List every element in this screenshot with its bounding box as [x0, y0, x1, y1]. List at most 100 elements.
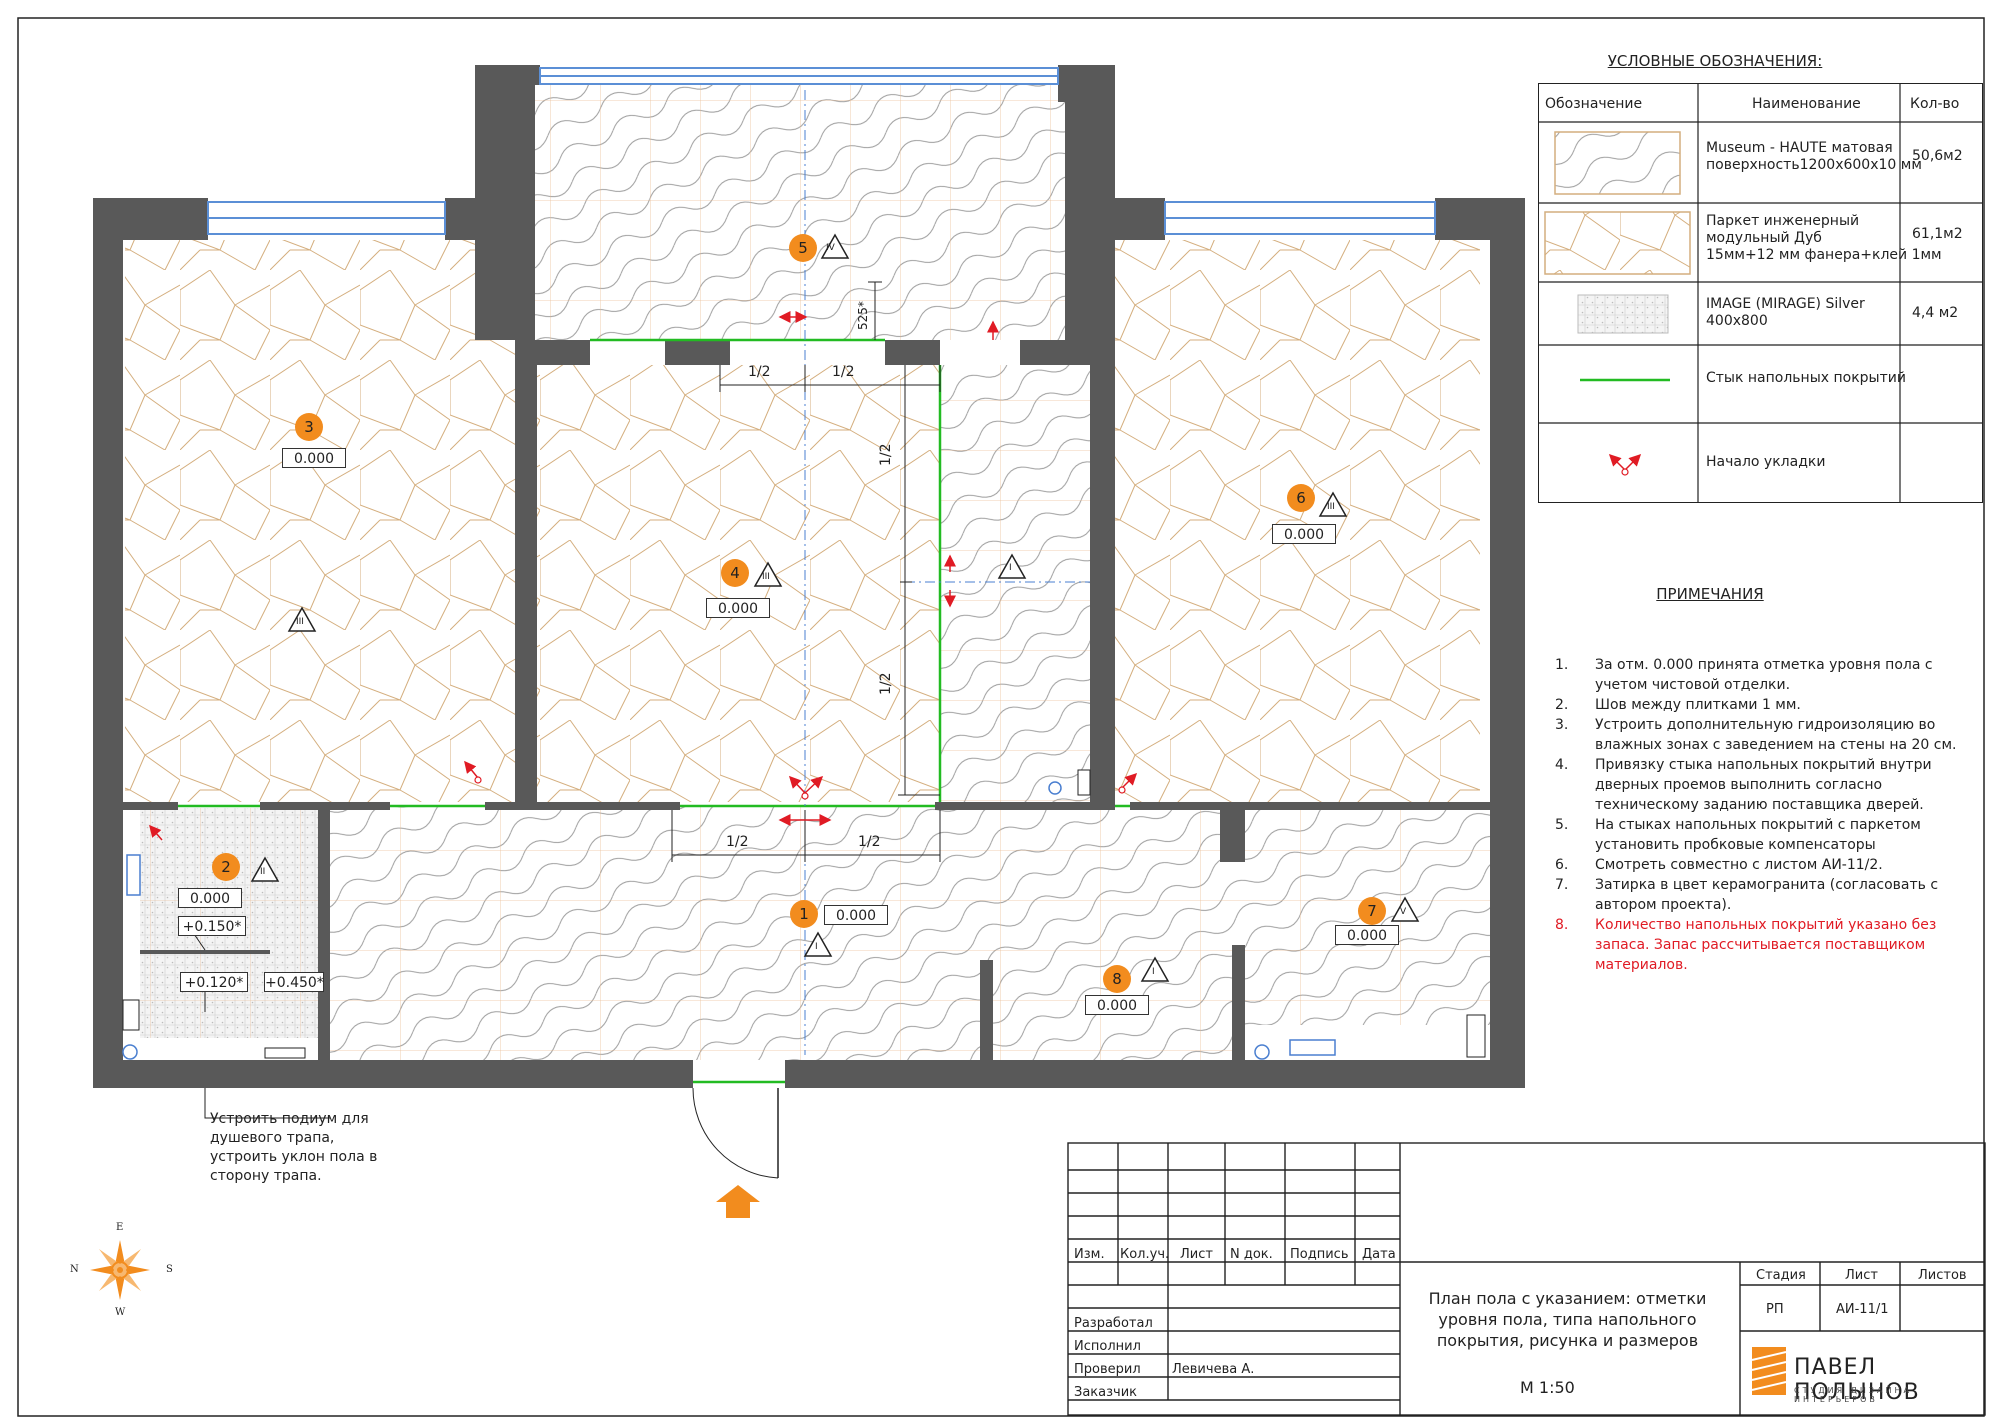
legend-header-name: Наименование: [1752, 96, 1861, 112]
tb-stage-header: Стадия: [1756, 1268, 1806, 1283]
note-item: 7.Затирка в цвет керамогранита (согласов…: [1555, 877, 1939, 913]
drawing-title: План пола с указанием: отметки уровня по…: [1428, 1289, 1707, 1350]
legend-header-qty: Кол-во: [1910, 96, 1960, 112]
room-badge-6: 6: [1287, 484, 1315, 512]
plumbing-fixtures: [122, 781, 1336, 1060]
dimension-lines: [671, 281, 941, 862]
level-podium: +0.150*: [178, 916, 246, 936]
room-badge-5: 5: [789, 234, 817, 262]
room-badge-4: 4: [721, 559, 749, 587]
tb-sheet-header: Лист: [1845, 1268, 1878, 1283]
type-label-room-4: III: [762, 572, 770, 582]
compass: [90, 1240, 150, 1300]
notes-list: 1.За отм. 0.000 принята отметка уровня п…: [1555, 655, 1985, 975]
legend-header-symbol: Обозначение: [1545, 96, 1643, 112]
compass-north: N: [70, 1264, 79, 1275]
legend-row-3-name: IMAGE (MIRAGE) Silver 400х800: [1706, 296, 1865, 329]
note-item: 6.Смотреть совместно с листом АИ-11/2.: [1555, 857, 1883, 873]
level-room-2: 0.000: [178, 888, 242, 908]
company-logo: [1751, 1347, 1787, 1395]
level-bath-platform: +0.450*: [264, 972, 324, 992]
type-label-closet: I: [1009, 563, 1012, 573]
tb-col-doc: N док.: [1230, 1247, 1273, 1262]
legend-row-3-qty: 4,4 м2: [1912, 305, 1959, 321]
type-label-room-3: III: [296, 617, 304, 627]
title-block-grid: [1067, 1142, 1986, 1416]
dim-half-bottom-left: 1/2: [726, 834, 749, 850]
dim-half-vertical-bottom: 1/2: [878, 672, 894, 695]
legend-row-2-qty: 61,1м2: [1912, 226, 1963, 242]
type-label-room-6: III: [1327, 502, 1335, 512]
legend-swatch-start: [1608, 453, 1642, 476]
level-shower: +0.120*: [180, 972, 248, 992]
entrance-door: [692, 1087, 779, 1218]
legend-swatch-parquet: [1544, 211, 1691, 275]
room-badge-8: 8: [1103, 965, 1131, 993]
drawing-scale: М 1:50: [1520, 1378, 1575, 1397]
coating-type-marks: [250, 233, 1420, 982]
dim-half-top-left: 1/2: [748, 364, 771, 380]
type-label-room-8: I: [1152, 967, 1155, 977]
level-room-1: 0.000: [824, 905, 888, 925]
compass-east: E: [116, 1222, 124, 1233]
tb-col-sheet: Лист: [1180, 1247, 1213, 1262]
sheet-frame: [17, 17, 1985, 1417]
legend-row-5-name: Начало укладки: [1706, 454, 1826, 470]
level-room-7: 0.000: [1335, 925, 1399, 945]
dim-offset: 525*: [856, 301, 870, 330]
walls: [93, 65, 1525, 1088]
dim-half-vertical-top: 1/2: [878, 443, 894, 466]
room-3-floor: [125, 240, 515, 802]
level-room-4: 0.000: [706, 598, 770, 618]
tb-sheets-header: Листов: [1918, 1268, 1967, 1283]
compass-west: W: [115, 1307, 126, 1318]
legend-row-1-qty: 50,6м2: [1912, 148, 1963, 164]
note-item: 1.За отм. 0.000 принята отметка уровня п…: [1555, 657, 1933, 693]
tb-col-qty: Кол.уч.: [1120, 1247, 1170, 1262]
tb-col-date: Дата: [1362, 1247, 1396, 1262]
floor-joints: [178, 338, 1130, 1084]
type-label-room-1: I: [815, 942, 818, 952]
legend-row-2-name: Паркет инженерный модульный Дуб 15мм+12 …: [1706, 213, 1942, 263]
level-room-6: 0.000: [1272, 524, 1336, 544]
legend-row-1-name: Museum - HAUTE матовая поверхность1200х6…: [1706, 140, 1922, 173]
level-room-3: 0.000: [282, 448, 346, 468]
notes-title: ПРИМЕЧАНИЯ: [1656, 585, 1764, 603]
tb-col-rev: Изм.: [1074, 1247, 1105, 1262]
tb-checker-name: Левичева А.: [1172, 1362, 1255, 1377]
note-item: 5.На стыках напольных покрытий с паркето…: [1555, 817, 1921, 853]
company-name: ПАВЕЛ ПОЛЫНОВ: [1794, 1355, 1920, 1405]
type-label-room-7: V: [1400, 907, 1407, 917]
legend-grid: [1538, 83, 1983, 503]
tb-stage-value: РП: [1766, 1302, 1784, 1317]
room-badge-1: 1: [790, 900, 818, 928]
windows: [207, 67, 1436, 235]
radiators: [122, 769, 1486, 1059]
note-item: 4.Привязку стыка напольных покрытий внут…: [1555, 757, 1932, 813]
tb-role-client: Заказчик: [1074, 1385, 1138, 1400]
tb-role-checker: Проверил: [1074, 1362, 1141, 1377]
note-item: 2.Шов между плитками 1 мм.: [1555, 697, 1801, 713]
compass-south: S: [166, 1264, 173, 1275]
type-label-room-2: II: [260, 867, 266, 877]
type-label-room-5: IV: [826, 243, 835, 253]
note-item: 3.Устроить дополнительную гидроизоляцию …: [1555, 717, 1957, 753]
legend-row-4-name: Стык напольных покрытий: [1706, 370, 1906, 386]
room-badge-2: 2: [212, 853, 240, 881]
legend-swatch-mosaic: [1577, 294, 1669, 334]
note-item-warning: 8.Количество напольных покрытий указано …: [1555, 917, 1937, 973]
dim-half-top-right: 1/2: [832, 364, 855, 380]
legend-table: [1538, 83, 1983, 503]
legend-swatch-waves: [1554, 131, 1681, 195]
company-tagline: СТУДИЯ ДИЗАЙНА ИНТЕРЬЕРОВ: [1794, 1386, 1912, 1404]
podium-note: Устроить подиум для душевого трапа, устр…: [210, 1111, 378, 1184]
legend-title: УСЛОВНЫЕ ОБОЗНАЧЕНИЯ:: [1607, 52, 1823, 70]
level-room-8: 0.000: [1085, 995, 1149, 1015]
tb-sheet-value: АИ-11/1: [1836, 1302, 1889, 1317]
dim-half-bottom-right: 1/2: [858, 834, 881, 850]
laying-start-marks: [149, 311, 1138, 841]
room-badge-3: 3: [295, 413, 323, 441]
room-6-floor: [1115, 240, 1480, 802]
tb-col-sign: Подпись: [1290, 1247, 1349, 1262]
